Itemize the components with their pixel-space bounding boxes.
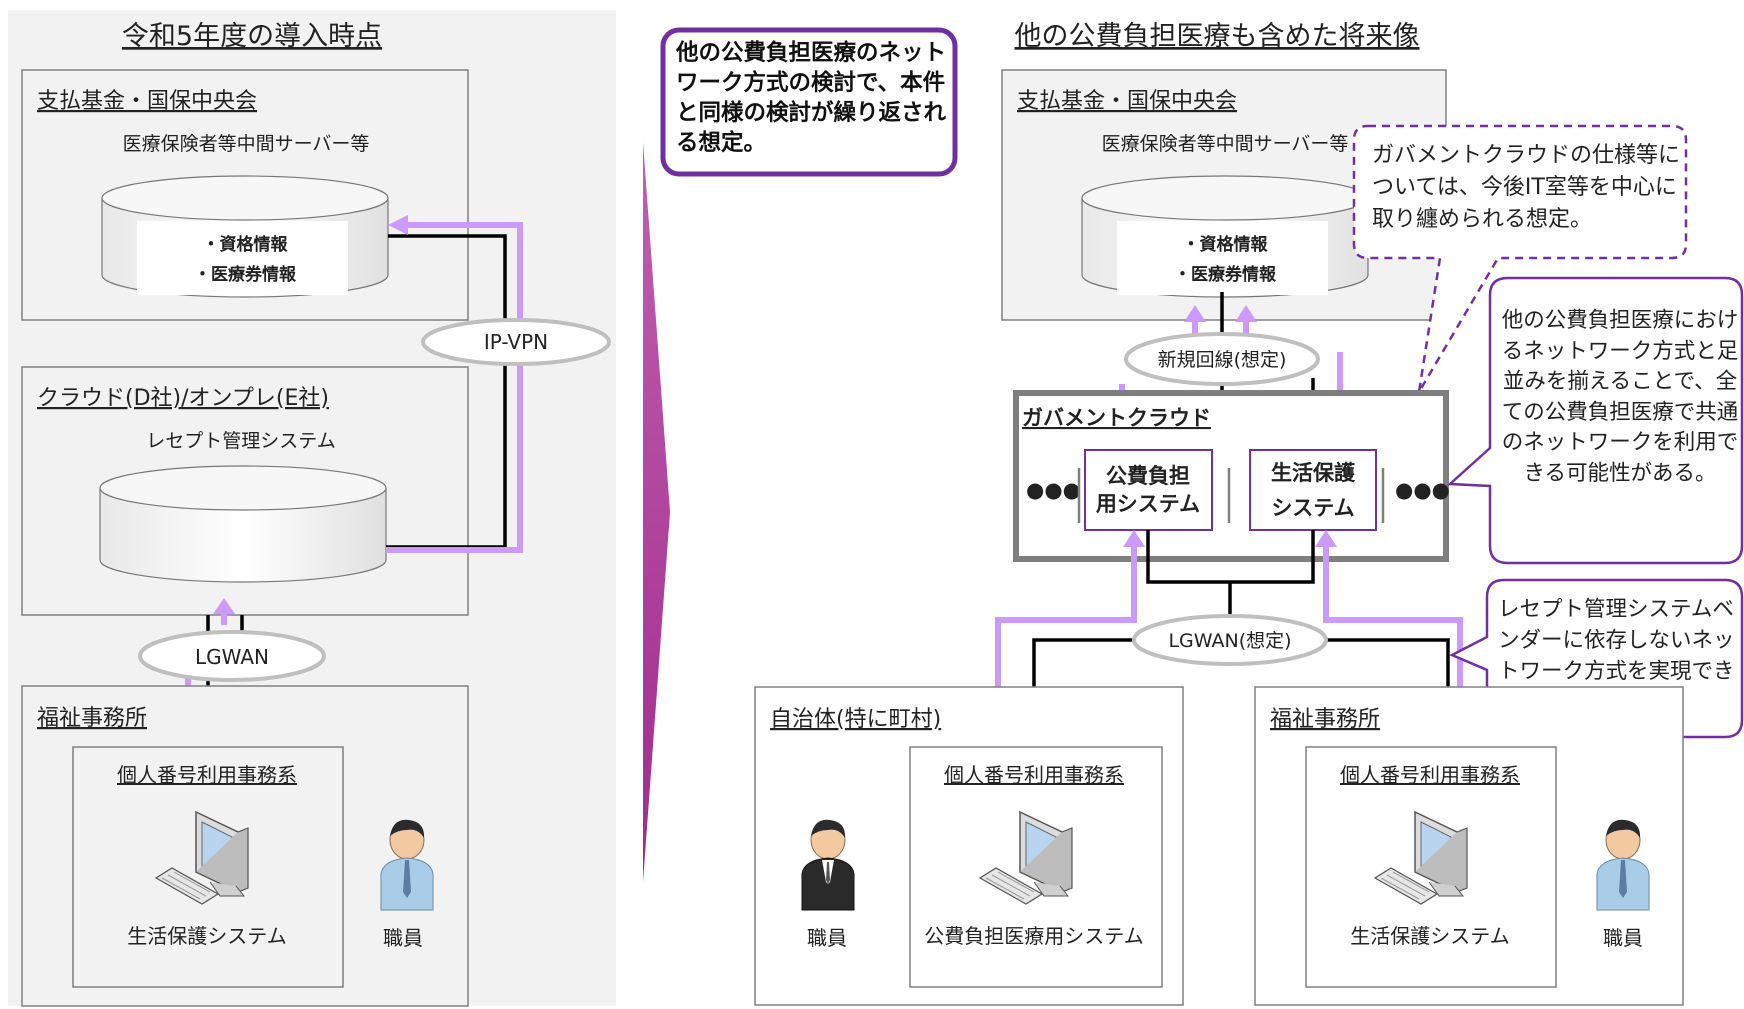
left-staff-label: 職員 (383, 926, 423, 950)
left-lgwan-label: LGWAN (195, 645, 269, 669)
muni-pc-label: 公費負担医療用システム (924, 924, 1143, 948)
right-computer-icon (1373, 810, 1468, 905)
muni-inner-label: 個人番号利用事務系 (944, 763, 1124, 787)
govcloud-dots-right: ●●● (1395, 478, 1450, 502)
left-db-line1: ・資格情報 (203, 234, 289, 255)
right-lgwan-ellipse (1132, 614, 1328, 666)
left-ipvpn-ellipse (421, 318, 611, 366)
right-staff-icon (1596, 819, 1650, 911)
left-shiharai-label: 支払基金・国保中央会 (37, 89, 257, 114)
left-database (101, 175, 389, 298)
left-ipvpn-label: IP-VPN (484, 330, 548, 354)
left-receipt-database (99, 465, 387, 583)
govcloud-label: ガバメントクラウド (1022, 406, 1211, 430)
govcloud-seikatsu-line1: 生活保護 (1271, 461, 1356, 485)
left-cloud-label: クラウド(D社)/オンプレ(E社) (37, 386, 329, 411)
callout-repeat-text: 他の公費負担医療のネットワーク方式の検討で、本件と同様の検討が繰り返される想定。 (676, 40, 946, 156)
right-pc-label: 生活保護システム (1350, 924, 1509, 948)
callout-repeat-box (660, 27, 958, 177)
govcloud-seikatsu-line2: システム (1271, 496, 1354, 520)
right-db-line2: ・医療券情報 (1174, 264, 1277, 285)
muni-label: 自治体(特に町村) (770, 707, 941, 732)
right-office-inner-label: 個人番号利用事務系 (1340, 763, 1520, 787)
left-lgwan-ellipse (138, 630, 326, 682)
transition-arrow (643, 142, 670, 882)
right-shiharai-label: 支払基金・国保中央会 (1017, 89, 1237, 114)
govcloud-dots-left: ●●● (1026, 478, 1081, 502)
left-staff-icon (380, 819, 434, 911)
left-db-line2: ・医療券情報 (194, 264, 297, 285)
left-pc-label: 生活保護システム (127, 924, 286, 948)
callout-govcloud-shape (1352, 124, 1688, 393)
left-ipvpn-connection (386, 215, 523, 553)
right-newline-ellipse (1124, 332, 1320, 386)
govcloud-kouhi-line2: 用システム (1096, 492, 1200, 516)
left-office-label: 福祉事務所 (37, 706, 147, 731)
right-lgwan-label: LGWAN(想定) (1168, 630, 1291, 652)
left-office-inner-label: 個人番号利用事務系 (117, 763, 297, 787)
right-server-label: 医療保険者等中間サーバー等 (1102, 133, 1349, 155)
govcloud-kouhi-line1: 公費負担 (1106, 464, 1190, 488)
right-office-label: 福祉事務所 (1270, 707, 1380, 732)
callout-share-shape (1446, 276, 1744, 565)
left-computer-icon (154, 810, 249, 905)
right-database (1081, 175, 1369, 298)
right-newline-label: 新規回線(想定) (1158, 349, 1287, 371)
right-db-line1: ・資格情報 (1183, 234, 1269, 255)
left-receipt-label: レセプト管理システム (146, 430, 335, 452)
muni-staff-label: 職員 (807, 926, 847, 950)
govcloud-kouhi-system-box (1084, 449, 1213, 531)
callout-share-text: 他の公費負担医療におけるネットワーク方式と足並みを揃えることで、全ての公費負担医… (1501, 308, 1739, 486)
right-staff-label: 職員 (1603, 926, 1643, 950)
left-title: 令和5年度の導入時点 (122, 21, 382, 52)
right-title: 他の公費負担医療も含めた将来像 (1015, 21, 1420, 52)
left-server-label: 医療保険者等中間サーバー等 (123, 133, 370, 155)
muni-staff-icon (801, 819, 855, 911)
muni-computer-icon (978, 810, 1073, 905)
callout-govcloud-text: ガバメントクラウドの仕様等については、今後IT室等を中心に取り纏められる想定。 (1372, 143, 1681, 232)
govcloud-seikatsu-system-box (1249, 449, 1377, 531)
